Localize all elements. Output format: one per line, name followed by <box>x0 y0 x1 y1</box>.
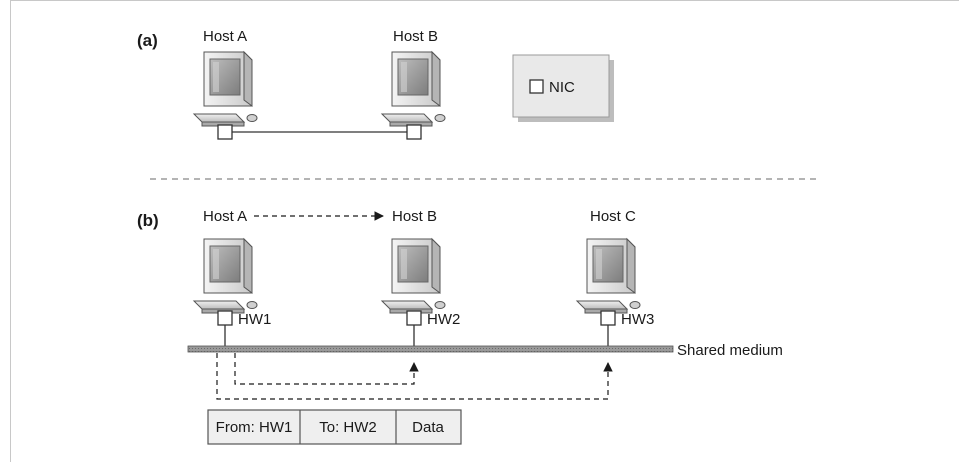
frame-from-field: From: HW1 <box>216 419 293 436</box>
frame-to-field: To: HW2 <box>319 419 377 436</box>
nic-legend-icon <box>529 79 544 94</box>
hw1-nic-icon <box>217 310 233 326</box>
panel-b-label: (b) <box>137 211 159 230</box>
host-a-computer-icon-b <box>193 238 258 314</box>
frame-table <box>207 409 462 445</box>
hw2-nic-icon <box>406 310 422 326</box>
host-a-nic-icon <box>217 124 233 140</box>
shared-medium-bus <box>187 345 674 353</box>
host-b-nic-icon <box>406 124 422 140</box>
host-c-computer-icon <box>576 238 641 314</box>
nic-legend-box <box>512 54 610 118</box>
shared-medium-label: Shared medium <box>677 342 783 359</box>
host-b-computer-icon <box>381 51 446 127</box>
host-b-label: Host B <box>393 28 438 45</box>
panel-a-label: (a) <box>137 31 158 50</box>
host-c-label: Host C <box>590 208 636 225</box>
hw3-nic-icon <box>600 310 616 326</box>
host-b-label-b: Host B <box>392 208 437 225</box>
hw3-label: HW3 <box>621 311 654 328</box>
signal-path-to-hw2 <box>234 353 419 385</box>
hw1-label: HW1 <box>238 311 271 328</box>
host-a-label: Host A <box>203 28 247 45</box>
frame-data-field: Data <box>412 419 444 436</box>
host-b-computer-icon-b <box>381 238 446 314</box>
hw2-label: HW2 <box>427 311 460 328</box>
host-a-computer-icon <box>193 51 258 127</box>
host-a-label-b: Host A <box>203 208 247 225</box>
signal-path-to-hw3 <box>216 353 613 400</box>
nic-legend-label: NIC <box>549 79 575 96</box>
